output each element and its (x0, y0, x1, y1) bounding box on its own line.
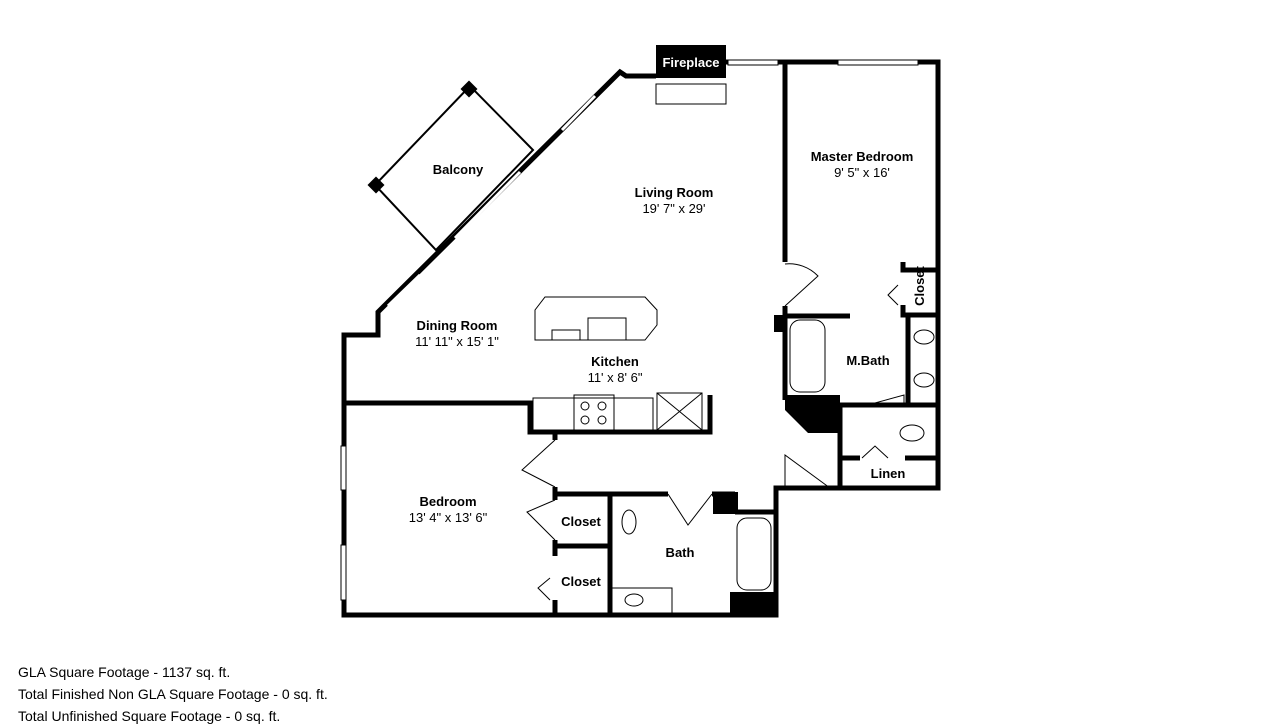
sink-icon (913, 372, 935, 388)
room-label-bath: Bath (666, 545, 695, 561)
room-label-master-closet: Closet (912, 266, 927, 306)
room-name: Living Room (634, 185, 714, 200)
room-name: Dining Room (416, 318, 498, 333)
room-dims: 11' x 8' 6" (587, 370, 643, 385)
room-name: Closet (561, 514, 601, 529)
room-name: Balcony (432, 162, 484, 177)
gla-footage: GLA Square Footage - 1137 sq. ft. (18, 664, 231, 680)
vanity (611, 587, 673, 615)
sink-icon (624, 593, 644, 607)
room-label-linen: Linen (871, 466, 906, 482)
room-label-fireplace: Fireplace (662, 55, 720, 70)
room-name: Master Bedroom (810, 149, 914, 164)
room-dims: 9' 5" x 16' (834, 165, 890, 180)
toilet-icon (621, 509, 637, 535)
diagonal-windows (386, 94, 597, 308)
room-dims: 11' 11" x 15' 1" (415, 334, 499, 349)
room-dims: 19' 7" x 29' (642, 201, 706, 216)
column (785, 395, 840, 433)
bathtub-icon (736, 517, 772, 591)
sink-icon (587, 317, 627, 341)
room-name: M.Bath (846, 353, 890, 368)
room-name: Closet (561, 574, 601, 589)
counter (532, 397, 654, 431)
hearth (655, 83, 727, 105)
balcony-post (367, 176, 385, 194)
room-label-balcony: Balcony (433, 162, 484, 178)
room-name: Bath (665, 545, 695, 560)
dishwasher (551, 329, 581, 341)
room-label-mbath: M.Bath (846, 353, 889, 369)
room-label-closet: Closet (561, 514, 601, 530)
bathtub-icon (789, 319, 826, 393)
unfinished-footage: Total Unfinished Square Footage - 0 sq. … (18, 708, 281, 724)
room-label-closet: Closet (561, 574, 601, 590)
room-dims: 13' 4" x 13' 6" (408, 510, 488, 525)
refrigerator-icon (656, 392, 703, 431)
room-name: Linen (870, 466, 906, 481)
windows (340, 59, 919, 601)
fireplace-block (656, 45, 726, 78)
room-name: Kitchen (591, 354, 639, 369)
non-gla-footage: Total Finished Non GLA Square Footage - … (18, 686, 328, 702)
walls (341, 59, 941, 618)
sink-icon (913, 329, 935, 345)
doors (521, 263, 905, 601)
stove-icon (573, 394, 615, 431)
room-name: Bedroom (419, 494, 477, 509)
balcony-post (460, 80, 478, 98)
toilet-icon (899, 424, 925, 442)
balcony-outline (373, 84, 535, 252)
